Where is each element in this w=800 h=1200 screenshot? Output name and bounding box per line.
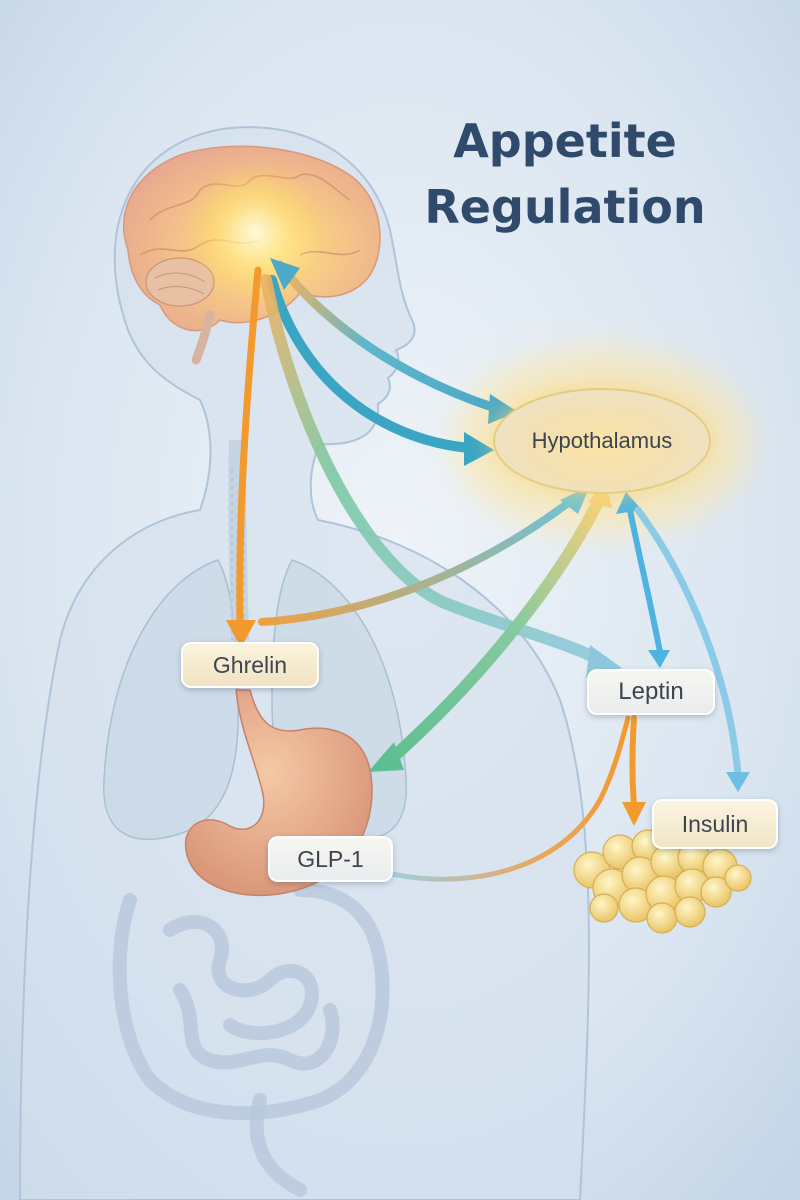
glp1-node: GLP-1 — [268, 836, 393, 882]
arrow-brain-to-ghrelin — [226, 266, 262, 648]
arrow-brain-to-hypothalamus-lower — [267, 275, 494, 466]
fat-tissue — [573, 829, 752, 934]
arrow-hypothalamus-to-insulin — [634, 506, 750, 792]
arrow-brain-to-hypothalamus-upper — [270, 258, 518, 424]
ghrelin-node: Ghrelin — [181, 642, 319, 688]
title-line-2: Regulation — [424, 180, 706, 234]
hypothalamus-node: Hypothalamus — [493, 388, 711, 494]
arrow-leptin-to-fat — [622, 715, 646, 826]
intestines — [112, 883, 390, 1197]
insulin-node: Insulin — [652, 799, 778, 849]
title-line-1: Appetite — [453, 114, 677, 168]
leptin-node: Leptin — [587, 669, 715, 715]
diagram-title: Appetite Regulation — [400, 108, 730, 240]
arrow-glp1-to-leptin — [389, 715, 631, 882]
